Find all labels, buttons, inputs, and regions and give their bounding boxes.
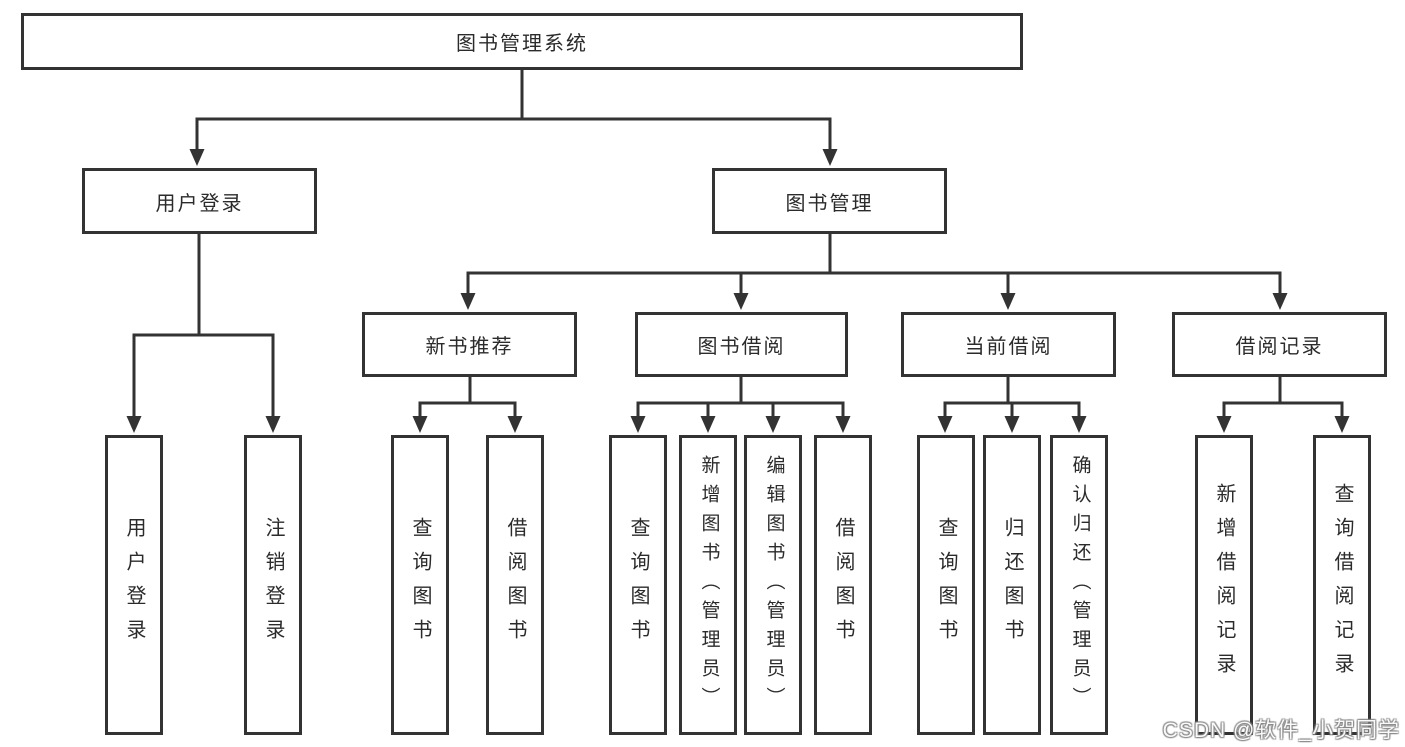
leaf-confirm-return-admin: 确认归还（管理员）	[1050, 435, 1108, 735]
node-book-management: 图书管理	[712, 168, 947, 234]
leaf-query-books-recommend: 查询图书	[391, 435, 449, 735]
leaf-query-borrow-record: 查询借阅记录	[1313, 435, 1371, 735]
leaf-user-login: 用户登录	[105, 435, 163, 735]
node-label: 注销登录	[262, 517, 284, 653]
node-label: 借阅图书	[504, 517, 526, 653]
leaf-add-book-admin: 新增图书（管理员）	[679, 435, 737, 735]
node-label: 归还图书	[1001, 517, 1023, 653]
node-label: 图书借阅	[697, 336, 786, 358]
node-label: 查询图书	[935, 517, 957, 653]
node-label: 借阅记录	[1235, 336, 1324, 358]
node-label: 确认归还（管理员）	[1069, 454, 1091, 716]
leaf-add-borrow-record: 新增借阅记录	[1195, 435, 1253, 735]
node-label: 图书管理系统	[456, 33, 588, 55]
node-new-book-recommend: 新书推荐	[362, 312, 577, 377]
node-label: 图书管理	[785, 192, 874, 215]
node-label: 当前借阅	[964, 336, 1053, 358]
node-label: 新增借阅记录	[1213, 483, 1235, 687]
node-label: 借阅图书	[832, 517, 854, 653]
node-label: 查询图书	[409, 517, 431, 653]
node-book-borrow: 图书借阅	[635, 312, 848, 377]
node-label: 查询借阅记录	[1331, 483, 1353, 687]
node-borrow-records: 借阅记录	[1172, 312, 1387, 377]
node-label: 新增图书（管理员）	[698, 454, 720, 716]
leaf-return-book: 归还图书	[983, 435, 1041, 735]
node-label: 用户登录	[123, 517, 145, 653]
node-current-borrow: 当前借阅	[901, 312, 1116, 377]
node-label: 用户登录	[155, 192, 244, 215]
node-label: 查询图书	[627, 517, 649, 653]
leaf-borrow-books-recommend: 借阅图书	[486, 435, 544, 735]
arrowheads	[126, 149, 1350, 433]
node-user-login: 用户登录	[82, 168, 317, 234]
leaf-logout: 注销登录	[244, 435, 302, 735]
leaf-edit-book-admin: 编辑图书（管理员）	[744, 435, 802, 735]
leaf-query-books-current: 查询图书	[917, 435, 975, 735]
leaf-borrow-books: 借阅图书	[814, 435, 872, 735]
node-label: 编辑图书（管理员）	[763, 454, 785, 716]
csdn-watermark: CSDN @软件_小贺同学	[1162, 719, 1400, 742]
node-label: 新书推荐	[425, 336, 514, 358]
node-library-management-system: 图书管理系统	[21, 13, 1023, 70]
leaf-query-books-borrow: 查询图书	[609, 435, 667, 735]
